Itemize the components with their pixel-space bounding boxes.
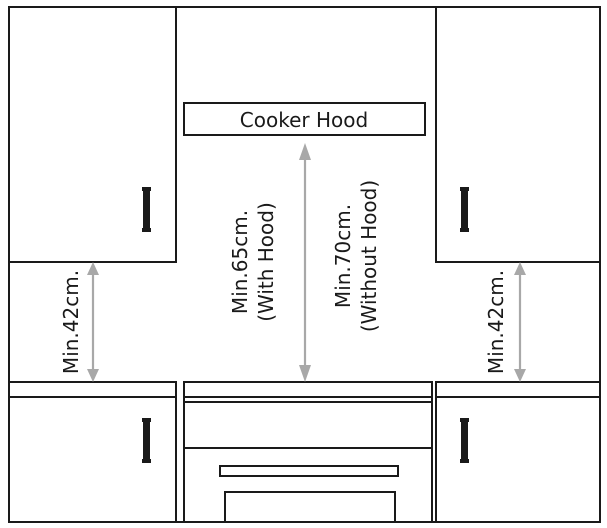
left-clearance-label: Min.42cm. [59, 270, 83, 374]
cabinet-handle [143, 187, 150, 232]
cabinet-handle [461, 418, 468, 463]
with-hood-label-line1: Min.65cm. [228, 210, 252, 314]
right-clearance-label: Min.42cm. [484, 270, 508, 374]
upper-right-cabinet [435, 7, 600, 263]
cooker-hood: Cooker Hood [183, 102, 426, 136]
right-clearance-dimension: Min.42cm. [484, 262, 526, 382]
lower-right-cabinet [435, 381, 600, 522]
cooker-oven [183, 381, 433, 523]
with-hood-label-line2: (With Hood) [254, 202, 278, 322]
hood-height-dimension: Min.65cm. (With Hood) Min.70cm. (Without… [228, 143, 381, 382]
without-hood-label-line2: (Without Hood) [357, 180, 381, 332]
upper-left-cabinet [9, 7, 177, 263]
cooker-hood-label: Cooker Hood [240, 108, 368, 132]
lower-left-cabinet [9, 381, 177, 522]
oven-window [224, 491, 396, 523]
cabinet-handle [461, 187, 468, 232]
left-clearance-dimension: Min.42cm. [59, 262, 99, 382]
without-hood-label-line1: Min.70cm. [331, 204, 355, 308]
cabinet-handle [143, 418, 150, 463]
oven-handle [219, 465, 399, 477]
